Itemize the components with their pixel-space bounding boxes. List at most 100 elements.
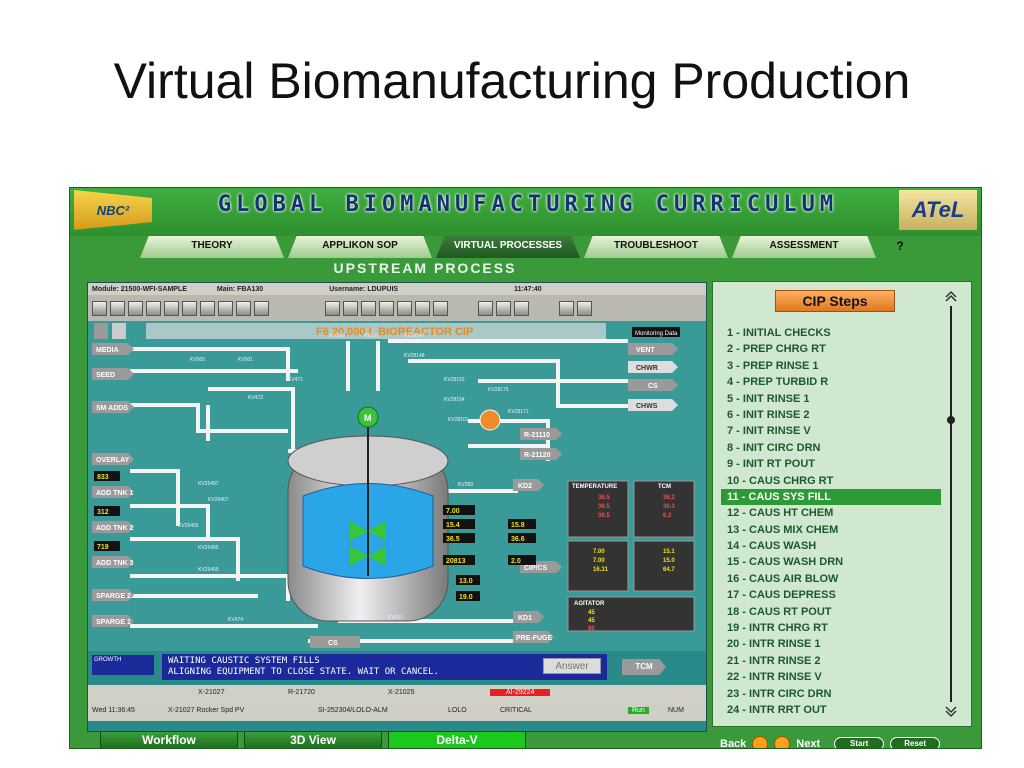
- back-label[interactable]: Back: [720, 738, 747, 749]
- toolbar-book-icon[interactable]: [514, 300, 529, 316]
- kd1-button[interactable]: [513, 611, 544, 623]
- sm-adds-button[interactable]: [92, 401, 134, 413]
- media-button[interactable]: [92, 343, 134, 355]
- sparge-1-button[interactable]: [92, 615, 134, 627]
- cip-step-item[interactable]: 3 - PREP RINSE 1: [727, 359, 819, 372]
- nav-back-icon[interactable]: [94, 323, 108, 339]
- cs-bottom-button[interactable]: [310, 636, 360, 648]
- toolbar-users-icon[interactable]: [397, 300, 412, 316]
- cip-step-item[interactable]: 16 - CAUS AIR BLOW: [727, 572, 839, 585]
- toolbar-grid-icon[interactable]: [496, 300, 511, 316]
- bioreactor-vessel[interactable]: [287, 421, 449, 622]
- tab-troubleshoot[interactable]: TROUBLESHOOT: [584, 236, 728, 258]
- next-label[interactable]: Next: [796, 738, 821, 749]
- cip-step-item[interactable]: 17 - CAUS DEPRESS: [727, 589, 836, 602]
- cip-step-item[interactable]: 13 - CAUS MIX CHEM: [727, 523, 839, 536]
- back-arrow-icon[interactable]: [752, 736, 769, 748]
- alarm-tag-2[interactable]: R-21720: [288, 689, 315, 696]
- cip-step-item[interactable]: 8 - INIT CIRC DRN: [727, 441, 821, 454]
- growth-box[interactable]: GROWTH: [92, 655, 154, 675]
- alarm-tag-1[interactable]: X-21027: [198, 689, 225, 696]
- next-arrow-icon[interactable]: [774, 736, 791, 748]
- motor-icon[interactable]: [357, 406, 379, 428]
- cip-step-item[interactable]: 15 - CAUS WASH DRN: [727, 556, 844, 569]
- tab-applikon-sop[interactable]: APPLIKON SOP: [288, 236, 432, 258]
- alarm-tag-4[interactable]: AI-29224: [490, 689, 551, 696]
- chwr-button[interactable]: [628, 361, 678, 373]
- monitoring-data-button[interactable]: Monitoring Data: [635, 331, 678, 337]
- ph-panel[interactable]: [567, 540, 629, 592]
- toolbar-folder-icon[interactable]: [200, 300, 215, 316]
- add-tank-1-button[interactable]: [92, 486, 134, 498]
- cip-step-item[interactable]: 14 - CAUS WASH: [727, 540, 817, 553]
- heat-exchanger-icon[interactable]: [479, 409, 501, 431]
- toolbar-cancel-icon[interactable]: [577, 300, 592, 316]
- cip-scrollbar[interactable]: [945, 290, 957, 720]
- kd2-button[interactable]: [513, 479, 544, 491]
- cip-step-item[interactable]: 20 - INTR RINSE 1: [727, 638, 821, 651]
- cip-step-item[interactable]: 6 - INIT RINSE 2: [727, 408, 810, 421]
- toolbar-print-icon[interactable]: [110, 300, 125, 316]
- tab-theory[interactable]: THEORY: [140, 236, 284, 258]
- cip-step-item[interactable]: 24 - INTR RRT OUT: [727, 703, 827, 716]
- toolbar-list-icon[interactable]: [478, 300, 493, 316]
- alarm-tag-3[interactable]: X-21025: [388, 689, 415, 696]
- toolbar-edit-icon[interactable]: [559, 300, 574, 316]
- cip-step-item[interactable]: 11 - CAUS SYS FILL: [721, 488, 941, 506]
- cip-step-item[interactable]: 12 - CAUS HT CHEM: [727, 507, 834, 520]
- scroll-down-icon[interactable]: [945, 706, 957, 718]
- cip-step-item[interactable]: 21 - INTR RINSE 2: [727, 654, 821, 667]
- scroll-up-icon[interactable]: [945, 290, 957, 302]
- toolbar-back-icon[interactable]: [218, 300, 233, 316]
- cip-step-item[interactable]: 2 - PREP CHRG RT: [727, 343, 826, 356]
- toolbar-home-icon[interactable]: [433, 300, 448, 316]
- r-21110-button[interactable]: [520, 428, 562, 440]
- sparge-2-button[interactable]: [92, 589, 134, 601]
- toolbar-window-icon[interactable]: [236, 300, 251, 316]
- toolbar-open-icon[interactable]: [92, 300, 107, 316]
- toolbar-trend-icon[interactable]: [361, 300, 376, 316]
- toolbar-key-icon[interactable]: [343, 300, 358, 316]
- cip-step-item[interactable]: 19 - INTR CHRG RT: [727, 622, 828, 635]
- temperature-panel[interactable]: [567, 480, 629, 538]
- module-label[interactable]: Module: 21500-WFI-SAMPLE: [92, 285, 187, 293]
- cip-step-item[interactable]: 1 - INITIAL CHECKS: [727, 327, 831, 339]
- cip-step-item[interactable]: 18 - CAUS RT POUT: [727, 605, 832, 618]
- toolbar-tag-icon[interactable]: [325, 300, 340, 316]
- tab-3d-view[interactable]: 3D View: [244, 731, 382, 748]
- toolbar-wave-icon[interactable]: [379, 300, 394, 316]
- tcm-button[interactable]: TCM: [622, 659, 666, 675]
- do-panel[interactable]: [633, 540, 695, 592]
- toolbar-faceplate-icon[interactable]: [182, 300, 197, 316]
- seed-button[interactable]: [92, 368, 134, 380]
- toolbar-calc-icon[interactable]: [415, 300, 430, 316]
- vent-button[interactable]: [628, 343, 678, 355]
- answer-button[interactable]: Answer: [543, 658, 601, 674]
- main-label[interactable]: Main: FBA130: [216, 285, 264, 293]
- cip-step-item[interactable]: 4 - PREP TURBID R: [727, 376, 829, 389]
- tab-assessment[interactable]: ASSESSMENT: [732, 236, 876, 258]
- pre-fuge-button[interactable]: [513, 631, 554, 643]
- nav-forward-icon[interactable]: [112, 323, 126, 339]
- toolbar-chart-icon[interactable]: [146, 300, 161, 316]
- tab-workflow[interactable]: Workflow: [100, 731, 238, 748]
- start-button[interactable]: Start: [834, 737, 885, 748]
- help-icon[interactable]: ?: [896, 239, 904, 253]
- overlay-button[interactable]: [92, 453, 134, 465]
- scroll-thumb[interactable]: [947, 416, 955, 424]
- cip-step-item[interactable]: 7 - INIT RINSE V: [727, 425, 811, 438]
- r-21120-button[interactable]: [520, 448, 562, 460]
- tab-delta-v[interactable]: Delta-V: [388, 731, 526, 748]
- tcm-panel[interactable]: [633, 480, 695, 538]
- cip-step-item[interactable]: 9 - INIT RT POUT: [727, 458, 815, 471]
- reset-button[interactable]: Reset: [890, 737, 941, 748]
- cs-button[interactable]: [628, 379, 678, 391]
- toolbar-bell-icon[interactable]: [254, 300, 269, 316]
- add-tank-2-button[interactable]: [92, 521, 134, 533]
- cip-step-item[interactable]: 5 - INIT RINSE 1: [727, 392, 810, 405]
- add-tank-3-button[interactable]: [92, 556, 134, 568]
- toolbar-detail-icon[interactable]: [128, 300, 143, 316]
- tab-virtual-processes[interactable]: VIRTUAL PROCESSES: [436, 236, 580, 258]
- toolbar-alarm-icon[interactable]: [164, 300, 179, 316]
- cip-step-item[interactable]: 10 - CAUS CHRG RT: [727, 474, 834, 487]
